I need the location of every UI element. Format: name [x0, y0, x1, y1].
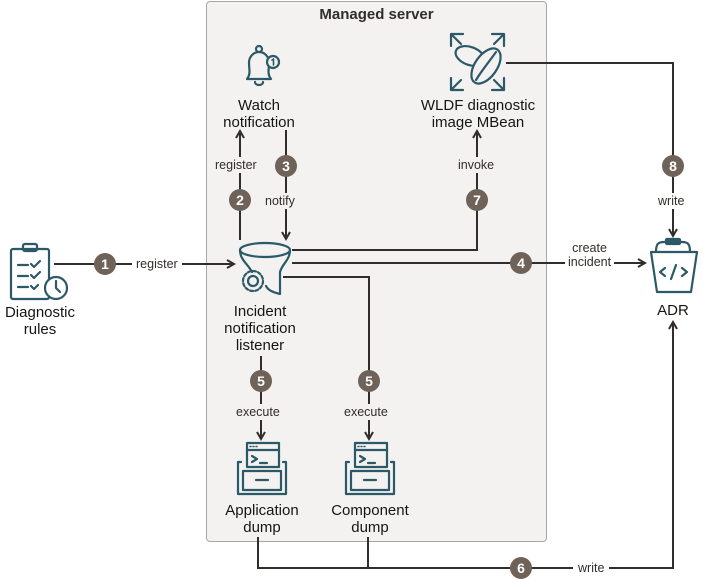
step-badge-5a: 5: [250, 370, 272, 392]
component-dump-label: Component dump: [320, 502, 420, 536]
managed-server-container: [206, 1, 547, 542]
step-badge-7: 7: [466, 189, 488, 211]
incident-listener-label: Incident notification listener: [210, 303, 310, 354]
step-badge-8: 8: [662, 155, 684, 177]
diagnostic-rules-label-line2: rules: [23, 321, 57, 338]
wldf-mbean-label: WLDF diagnostic image MBean: [408, 97, 548, 131]
incident-listener-label-line2: notification: [224, 320, 296, 337]
step-badge-4: 4: [510, 252, 532, 274]
watch-notification-label: Watch notification: [214, 97, 304, 131]
diagnostic-rules-label-line1: Diagnostic: [4, 304, 76, 321]
terminal-window-icon: [236, 441, 288, 496]
application-dump-label-line1: Application: [225, 502, 299, 519]
clipboard-checklist-clock-icon: [9, 242, 69, 301]
code-basket-icon: [649, 237, 699, 294]
edge-4-label: create incident: [565, 241, 615, 269]
application-dump-label: Application dump: [214, 502, 310, 536]
edge-8-label: write: [656, 193, 687, 209]
edge-6-write: [257, 322, 673, 569]
edge-5b-label: execute: [342, 404, 390, 420]
bell-notification-icon: [245, 44, 281, 87]
step-badge-5b: 5: [358, 370, 380, 392]
step-badge-2: 2: [229, 189, 251, 211]
coffee-bean-expand-icon: [449, 32, 506, 92]
step-badge-3: 3: [275, 155, 297, 177]
edge-3-label: notify: [263, 193, 297, 209]
component-dump-label-line1: Component: [331, 502, 409, 519]
incident-listener-label-line3: listener: [235, 337, 285, 354]
edge-1-label: register: [132, 257, 182, 271]
incident-listener-label-line1: Incident: [233, 303, 287, 320]
edge-4-label-line1: create: [572, 241, 607, 255]
funnel-gear-icon: [238, 241, 292, 296]
edge-4-label-line2: incident: [568, 255, 612, 269]
edge-2-label: register: [213, 157, 259, 173]
edge-7-invoke: [292, 131, 477, 251]
edge-8-write: [506, 62, 673, 236]
diagnostic-rules-label: Diagnostic rules: [0, 304, 85, 338]
step-badge-6: 6: [510, 557, 532, 579]
adr-label: ADR: [657, 302, 689, 319]
component-dump-label-line2: dump: [351, 519, 389, 536]
managed-server-title: Managed server: [319, 6, 434, 23]
edge-7-label: invoke: [456, 157, 497, 173]
edge-6-label: write: [573, 561, 610, 575]
application-dump-label-line2: dump: [243, 519, 281, 536]
wldf-mbean-label-line1: WLDF diagnostic: [420, 97, 536, 114]
watch-notification-label-line2: notification: [223, 114, 295, 131]
terminal-window-icon: [344, 441, 396, 496]
step-badge-1: 1: [94, 253, 116, 275]
wldf-mbean-label-line2: image MBean: [431, 114, 525, 131]
edge-5a-label: execute: [234, 404, 282, 420]
watch-notification-label-line1: Watch: [238, 97, 280, 114]
